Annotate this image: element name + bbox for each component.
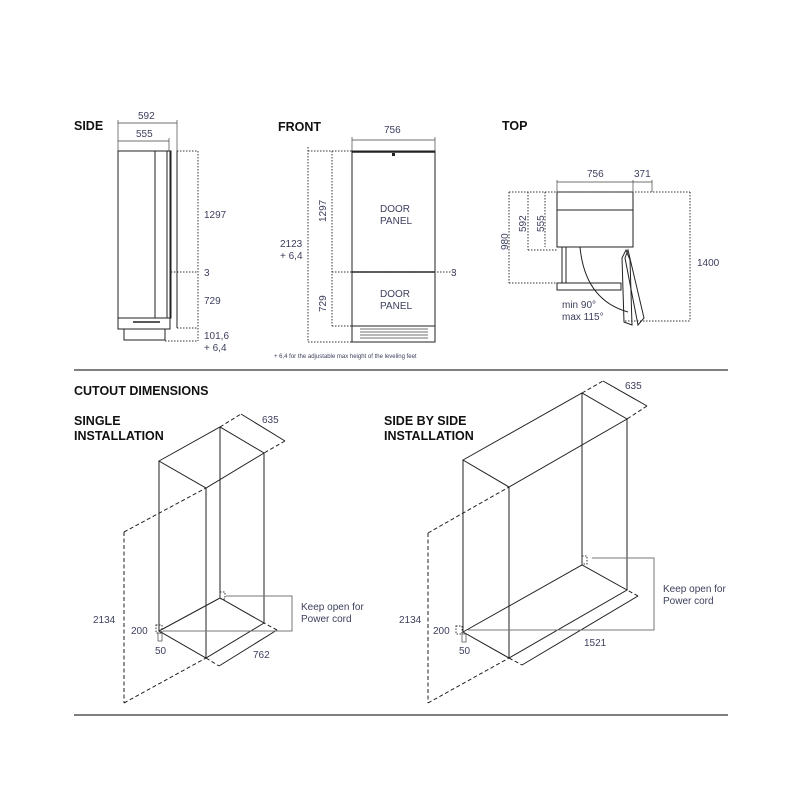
- single-outlet-width: 50: [155, 646, 167, 657]
- side-gap: 3: [204, 268, 210, 279]
- front-height-upper: 1297: [318, 199, 329, 222]
- door-panel-lower-l2: PANEL: [380, 301, 412, 312]
- front-height-total: 2123: [280, 239, 303, 250]
- sbs-note-l2: Power cord: [663, 596, 714, 607]
- door-panel-upper-l2: PANEL: [380, 216, 412, 227]
- sbs-width: 1521: [584, 638, 607, 649]
- cutout-title: CUTOUT DIMENSIONS: [74, 384, 209, 398]
- single-depth: 635: [262, 415, 279, 426]
- single-outlet-height: 200: [131, 626, 148, 637]
- sbs-note-l1: Keep open for: [663, 584, 726, 595]
- door-panel-lower-l1: DOOR: [380, 289, 410, 300]
- front-title: FRONT: [278, 120, 321, 134]
- front-footnote: + 6,4 for the adjustable max height of t…: [274, 354, 417, 360]
- top-angle-max: max 115°: [562, 312, 604, 323]
- single-installation: SINGLE INSTALLATION 635 2134 200 50 762 …: [74, 413, 364, 704]
- single-title-l1: SINGLE: [74, 414, 121, 428]
- side-view: SIDE 592 555 1297 3 729 101,6 + 6,4: [74, 111, 229, 354]
- top-depth-total: 592: [518, 215, 529, 232]
- single-height: 2134: [93, 615, 116, 626]
- top-width: 756: [587, 169, 604, 180]
- side-height-base: 101,6: [204, 331, 229, 342]
- single-title-l2: INSTALLATION: [74, 429, 164, 443]
- top-clearance: 1400: [697, 258, 720, 269]
- front-height-total-adj: + 6,4: [280, 251, 303, 262]
- single-note-l2: Power cord: [301, 614, 352, 625]
- single-width: 762: [253, 650, 270, 661]
- top-depth-body: 555: [536, 215, 547, 232]
- side-height-upper: 1297: [204, 210, 227, 221]
- top-depth-open: 980: [500, 233, 511, 250]
- front-gap: 3: [451, 268, 457, 279]
- side-title: SIDE: [74, 119, 103, 133]
- top-view: TOP 756 371 980 592 555 1400 min 90° max…: [500, 119, 720, 327]
- front-view: FRONT 756 1297 729 2123 + 6,4 DOOR PANEL…: [274, 120, 457, 360]
- sbs-height: 2134: [399, 615, 422, 626]
- sbs-title-l1: SIDE BY SIDE: [384, 414, 466, 428]
- top-door-swing: 371: [634, 169, 651, 180]
- side-height-lower: 729: [204, 296, 221, 307]
- sbs-outlet-height: 200: [433, 626, 450, 637]
- sbs-depth: 635: [625, 381, 642, 392]
- door-panel-upper-l1: DOOR: [380, 204, 410, 215]
- side-by-side-installation: SIDE BY SIDE INSTALLATION 635 2134 200 5…: [384, 380, 726, 704]
- top-title: TOP: [502, 119, 527, 133]
- single-note-l1: Keep open for: [301, 602, 364, 613]
- side-width-body: 555: [136, 129, 153, 140]
- side-height-base-adj: + 6,4: [204, 343, 227, 354]
- side-width-total: 592: [138, 111, 155, 122]
- front-width: 756: [384, 125, 401, 136]
- sbs-outlet-width: 50: [459, 646, 471, 657]
- front-height-lower: 729: [318, 295, 329, 312]
- sbs-title-l2: INSTALLATION: [384, 429, 474, 443]
- top-angle-min: min 90°: [562, 300, 596, 311]
